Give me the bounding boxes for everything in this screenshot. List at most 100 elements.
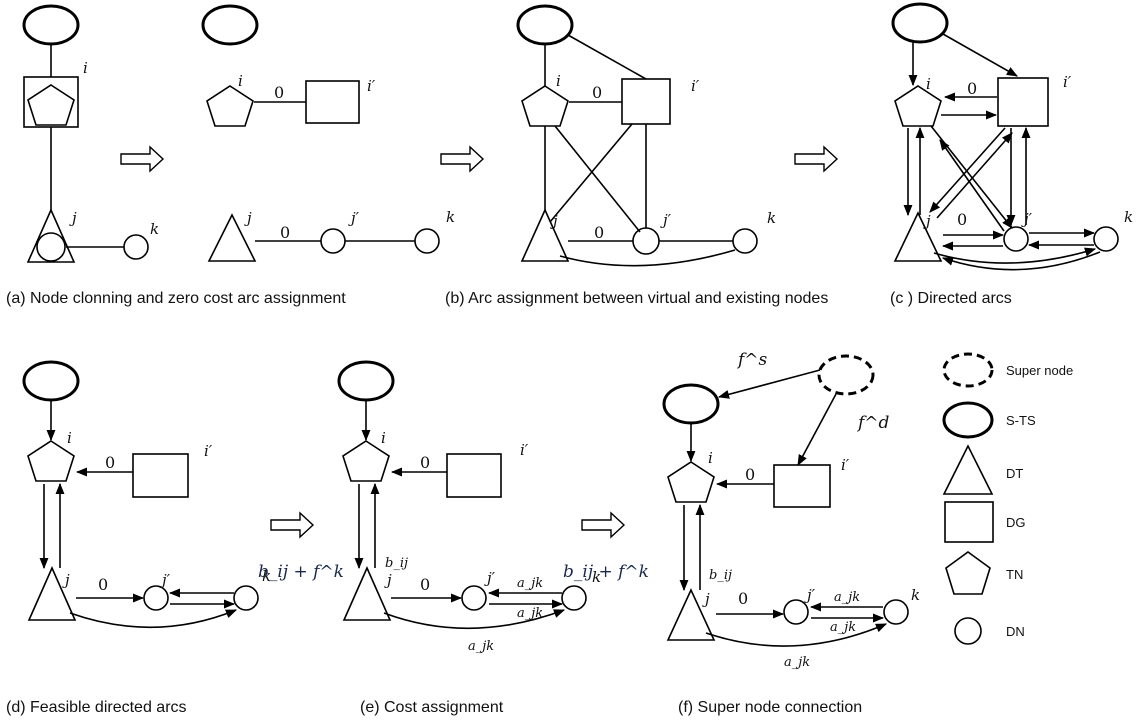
dn-node-k xyxy=(1093,226,1119,252)
sts-node xyxy=(22,4,80,46)
dn-node-j-prime xyxy=(632,227,660,255)
panel-g-super-node xyxy=(662,354,909,647)
edge xyxy=(549,123,633,223)
panel-b-cloned xyxy=(201,4,485,262)
label-j: j xyxy=(244,209,252,227)
caption-c: (c ) Directed arcs xyxy=(890,290,1012,307)
transform-arrow xyxy=(581,511,626,539)
sts-node xyxy=(516,4,574,46)
supply-arc-label: f^s xyxy=(736,350,768,370)
cost-bij: b_ij xyxy=(709,568,732,583)
legend-labels: Super node S-TS DT DG TN DN xyxy=(1006,363,1073,639)
dg-node-i-prime xyxy=(132,453,189,498)
zero-cost-label: 0 xyxy=(274,83,284,102)
label-i-prime: i′ xyxy=(520,441,529,459)
captions: (a) Node clonning and zero cost arc assi… xyxy=(6,290,1012,716)
directed-arc xyxy=(929,127,1006,213)
zero-cost-label: 0 xyxy=(420,575,430,594)
cost-ajk: a_jk xyxy=(784,655,810,670)
label-k: k xyxy=(446,208,455,226)
label-i-prime: i′ xyxy=(204,442,213,460)
directed-arc xyxy=(942,33,1018,77)
label-i: i xyxy=(708,449,713,467)
dn-node-k xyxy=(732,228,758,254)
dn-node-k xyxy=(883,599,909,625)
tn-node-i xyxy=(27,440,75,482)
directed-arc xyxy=(797,393,837,466)
label-i-prime: i′ xyxy=(1063,73,1072,91)
dt-node-j xyxy=(207,213,257,262)
label-i: i xyxy=(238,72,243,90)
dt-node-j xyxy=(666,588,716,641)
directed-arc xyxy=(705,623,888,647)
transform-arrow xyxy=(440,145,485,173)
super-node xyxy=(817,354,875,396)
zero-cost-label: 0 xyxy=(420,453,430,472)
directed-arc xyxy=(939,139,1005,232)
dn-node-j-prime xyxy=(783,599,809,625)
dn-node-j-prime xyxy=(320,228,346,254)
legend-super-node-icon xyxy=(942,352,994,388)
panel-c-arc-assignment xyxy=(516,4,839,267)
panel-a xyxy=(22,4,165,263)
transform-arrow xyxy=(120,145,165,173)
label-j-prime: j′ xyxy=(804,586,816,604)
dg-node-i-prime xyxy=(773,464,831,508)
panel-d-directed-arcs xyxy=(891,2,1119,271)
tn-node-i xyxy=(206,85,254,127)
label-i: i xyxy=(381,429,386,447)
tn-node-i xyxy=(667,461,715,503)
label-k: k xyxy=(150,220,159,238)
label-j-prime: j′ xyxy=(1021,210,1033,228)
panel-f-cost-assignment xyxy=(337,360,626,630)
legend-dt-icon xyxy=(942,444,994,495)
dn-node-j-prime xyxy=(143,585,169,611)
dt-node-j xyxy=(342,566,392,621)
legend-label-sts: S-TS xyxy=(1006,413,1036,428)
label-j: j xyxy=(62,571,70,589)
dg-node-i-prime xyxy=(997,77,1049,127)
caption-d: (d) Feasible directed arcs xyxy=(6,699,187,716)
demand-arc-label: f^d xyxy=(856,413,890,433)
label-i: i xyxy=(926,75,931,93)
caption-f: (f) Super node connection xyxy=(678,699,862,716)
panel-e-feasible-arcs xyxy=(22,360,315,629)
tn-node-i xyxy=(894,85,942,127)
label-i: i xyxy=(67,429,72,447)
tn-node-i xyxy=(342,440,390,482)
zero-cost-label: 0 xyxy=(745,465,755,484)
cost-ajk: a_jk xyxy=(468,639,494,654)
label-i-prime: i′ xyxy=(841,456,850,474)
dt-node-j xyxy=(26,208,76,263)
directed-arc xyxy=(930,125,1013,229)
legend-label-dt: DT xyxy=(1006,466,1023,481)
zero-cost-label: 0 xyxy=(592,83,602,102)
directed-arc xyxy=(69,609,238,629)
label-k: k xyxy=(262,567,271,585)
caption-e: (e) Cost assignment xyxy=(360,699,504,716)
cost-ajk: a_jk xyxy=(830,620,856,635)
zero-cost-label: 0 xyxy=(957,210,967,229)
label-j: j xyxy=(923,212,931,230)
edge xyxy=(559,249,736,267)
sts-node xyxy=(22,360,80,402)
label-j-prime: j′ xyxy=(348,209,360,227)
dn-node-j-prime xyxy=(1003,226,1029,252)
sts-node xyxy=(891,2,949,44)
cost-bij: b_ij xyxy=(385,556,408,571)
label-j: j xyxy=(550,212,558,230)
label-k: k xyxy=(1124,208,1133,226)
legend xyxy=(942,352,994,645)
legend-label-dn: DN xyxy=(1006,624,1025,639)
dn-node-j xyxy=(36,232,66,262)
label-j-prime: j′ xyxy=(484,569,496,587)
cost-ajk: a_jk xyxy=(517,576,543,591)
label-i: i xyxy=(83,59,88,77)
dg-node-i-prime xyxy=(621,78,671,125)
arc-labels: 0 0 0 0 0 0 0 0 0 0 0 0 b_ij + f^k b_ij … xyxy=(98,79,977,670)
label-i-prime: i′ xyxy=(367,77,376,95)
label-j-prime: j′ xyxy=(159,571,171,589)
cost-ajk: a_jk xyxy=(517,606,543,621)
label-j: j xyxy=(702,590,710,608)
